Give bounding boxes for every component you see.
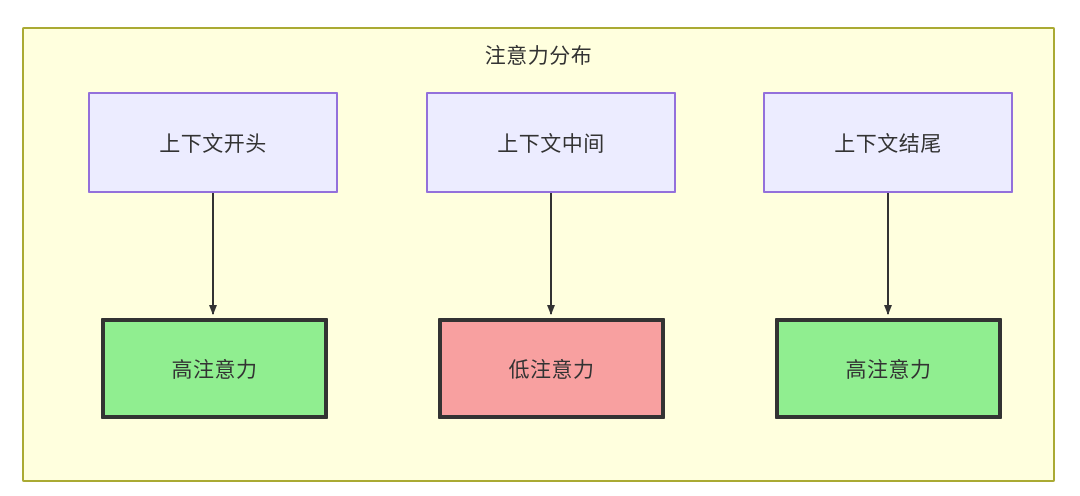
node-context-start[interactable]: 上下文开头 — [88, 92, 338, 193]
node-label: 高注意力 — [171, 358, 258, 382]
node-attention-low-middle[interactable]: 低注意力 — [438, 318, 665, 419]
node-label: 低注意力 — [508, 358, 595, 382]
node-label: 上下文结尾 — [834, 132, 942, 156]
node-label: 上下文开头 — [159, 132, 267, 156]
node-attention-high-end[interactable]: 高注意力 — [775, 318, 1002, 419]
subgraph-title: 注意力分布 — [484, 45, 593, 68]
node-label: 高注意力 — [845, 358, 932, 382]
node-context-middle[interactable]: 上下文中间 — [426, 92, 676, 193]
node-context-end[interactable]: 上下文结尾 — [763, 92, 1013, 193]
node-label: 上下文中间 — [497, 132, 605, 156]
node-attention-high-start[interactable]: 高注意力 — [101, 318, 328, 419]
